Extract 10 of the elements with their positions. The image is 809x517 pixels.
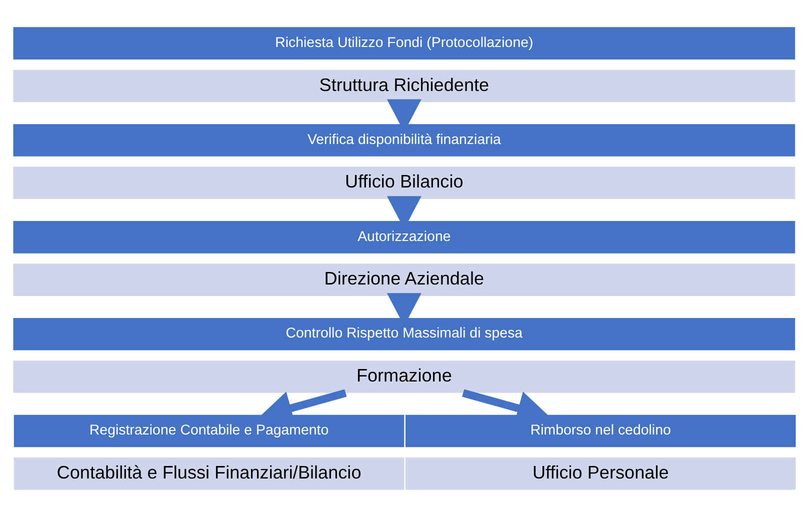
node-box: Richiesta Utilizzo Fondi (Protocollazione): [13, 27, 796, 60]
node-box: Controllo Rispetto Massimali di spesa: [13, 318, 796, 350]
node-box: Rimborso nel cedolino: [405, 414, 796, 448]
node-box: Ufficio Personale: [405, 458, 796, 490]
node-box: Formazione: [13, 360, 796, 393]
node-box: Verifica disponibilità finanziaria: [13, 124, 796, 156]
node-box: Autorizzazione: [13, 221, 796, 254]
node-box: Registrazione Contabile e Pagamento: [14, 414, 404, 448]
node-box: Direzione Aziendale: [13, 264, 796, 296]
node-box: Contabilità e Flussi Finanziari/Bilancio: [14, 458, 404, 490]
